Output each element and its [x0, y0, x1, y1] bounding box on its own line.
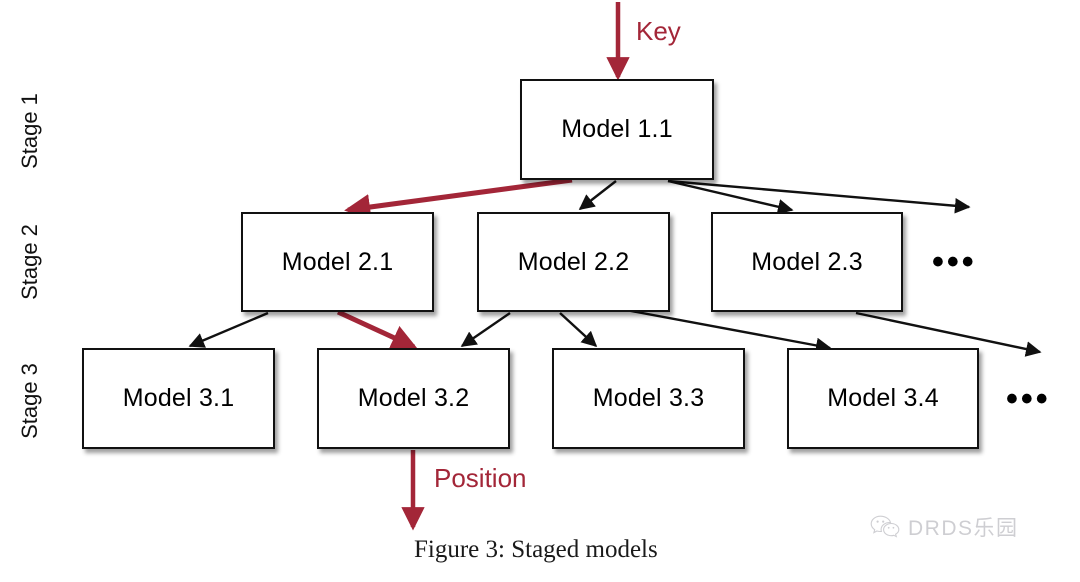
- stage-label-3-text: Stage 3: [17, 363, 42, 439]
- figure-caption: Figure 3: Staged models: [414, 536, 658, 564]
- edge-model-1-1-to-model-2-2: [578, 180, 617, 210]
- stage-label-2: Stage 2: [17, 217, 43, 307]
- edge-model-2-2-to-model-3-4: [625, 308, 832, 354]
- watermark-text: DRDS乐园: [908, 517, 1019, 540]
- edge-model-2-2-to-model-3-2: [460, 312, 511, 347]
- wechat-icon: [870, 515, 900, 539]
- watermark: DRDS乐园: [870, 512, 1019, 542]
- key-label-text: Key: [636, 16, 681, 46]
- stage3-ellipsis-text: •••: [1006, 380, 1051, 418]
- node-model-3-4[interactable]: Model 3.4: [787, 348, 979, 449]
- stage-label-2-text: Stage 2: [17, 224, 42, 300]
- stage-label-3: Stage 3: [17, 356, 43, 446]
- node-model-3-4-label: Model 3.4: [827, 384, 939, 412]
- edge-model-2-1-to-model-3-1: [188, 311, 269, 348]
- node-model-2-2-label: Model 2.2: [517, 247, 630, 276]
- node-model-2-1[interactable]: Model 2.1: [241, 212, 434, 312]
- node-model-1-1-label: Model 1.1: [561, 115, 673, 143]
- edge-model-1-1-to-model-2-3: [667, 179, 794, 215]
- node-model-3-1[interactable]: Model 3.1: [82, 348, 275, 449]
- node-model-3-2-label: Model 3.2: [357, 384, 470, 412]
- node-model-3-3[interactable]: Model 3.3: [552, 348, 745, 449]
- node-model-2-1-label: Model 2.1: [281, 247, 394, 276]
- key-label: Key: [636, 16, 681, 47]
- stage-label-1: Stage 1: [17, 86, 43, 176]
- edge-model-1-1-to-model-2-1: [344, 177, 573, 220]
- position-label-text: Position: [434, 463, 527, 493]
- node-model-2-2[interactable]: Model 2.2: [477, 212, 670, 312]
- stage3-ellipsis: •••: [1006, 382, 1051, 416]
- figure-caption-text: Figure 3: Staged models: [414, 536, 658, 563]
- position-label: Position: [434, 463, 527, 494]
- edge-model-1-1-to-stage2-ellipsis: [667, 179, 971, 214]
- stage2-ellipsis: •••: [932, 245, 977, 279]
- stage2-ellipsis-text: •••: [932, 243, 977, 281]
- node-model-3-3-label: Model 3.3: [592, 384, 705, 412]
- node-model-2-3-label: Model 2.3: [751, 247, 863, 276]
- edge-model-2-2-to-model-3-3: [559, 312, 598, 348]
- node-model-3-2[interactable]: Model 3.2: [317, 348, 510, 449]
- node-model-3-1-label: Model 3.1: [122, 384, 235, 412]
- node-model-1-1[interactable]: Model 1.1: [520, 79, 714, 180]
- stage-label-1-text: Stage 1: [17, 93, 42, 169]
- edge-model-2-1-to-model-3-2: [336, 309, 418, 350]
- node-model-2-3[interactable]: Model 2.3: [711, 212, 903, 312]
- edge-model-2-3-to-stage3-ellipsis: [855, 311, 1042, 357]
